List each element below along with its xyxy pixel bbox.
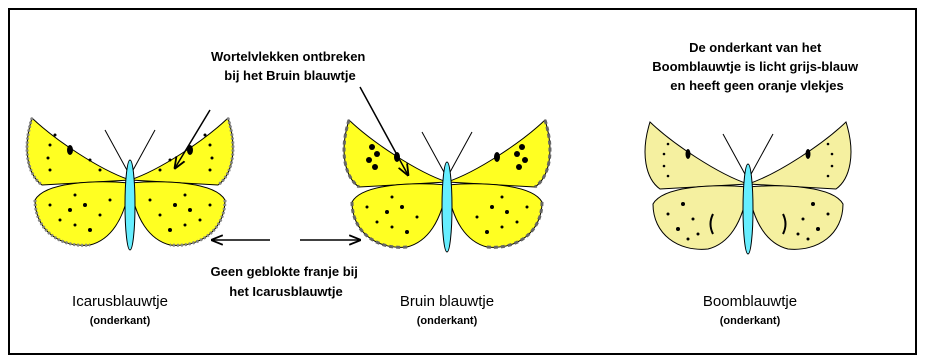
- name-icarusblauwtje: Icarusblauwtje: [72, 293, 168, 310]
- side-boomblauwtje: (onderkant): [720, 315, 781, 327]
- annotation-line: het Icarusblauwtje: [229, 284, 342, 299]
- annotation-line: Geen geblokte franje bij: [211, 264, 358, 279]
- name-boomblauwtje: Boomblauwtje: [703, 293, 797, 310]
- body: [442, 162, 452, 252]
- annotation-line: De onderkant van het: [689, 40, 822, 55]
- annotation-line: bij het Bruin blauwtje: [224, 68, 355, 83]
- name-bruin-blauwtje: Bruin blauwtje: [400, 293, 494, 310]
- body: [125, 160, 135, 250]
- side-icarusblauwtje: (onderkant): [90, 315, 151, 327]
- body: [743, 164, 753, 254]
- annotation-line: Boomblauwtje is licht grijs-blauw: [652, 59, 859, 74]
- annotation-line: en heeft geen oranje vlekjes: [670, 78, 843, 93]
- side-bruin-blauwtje: (onderkant): [417, 315, 478, 327]
- annotation-line: Wortelvlekken ontbreken: [211, 49, 365, 64]
